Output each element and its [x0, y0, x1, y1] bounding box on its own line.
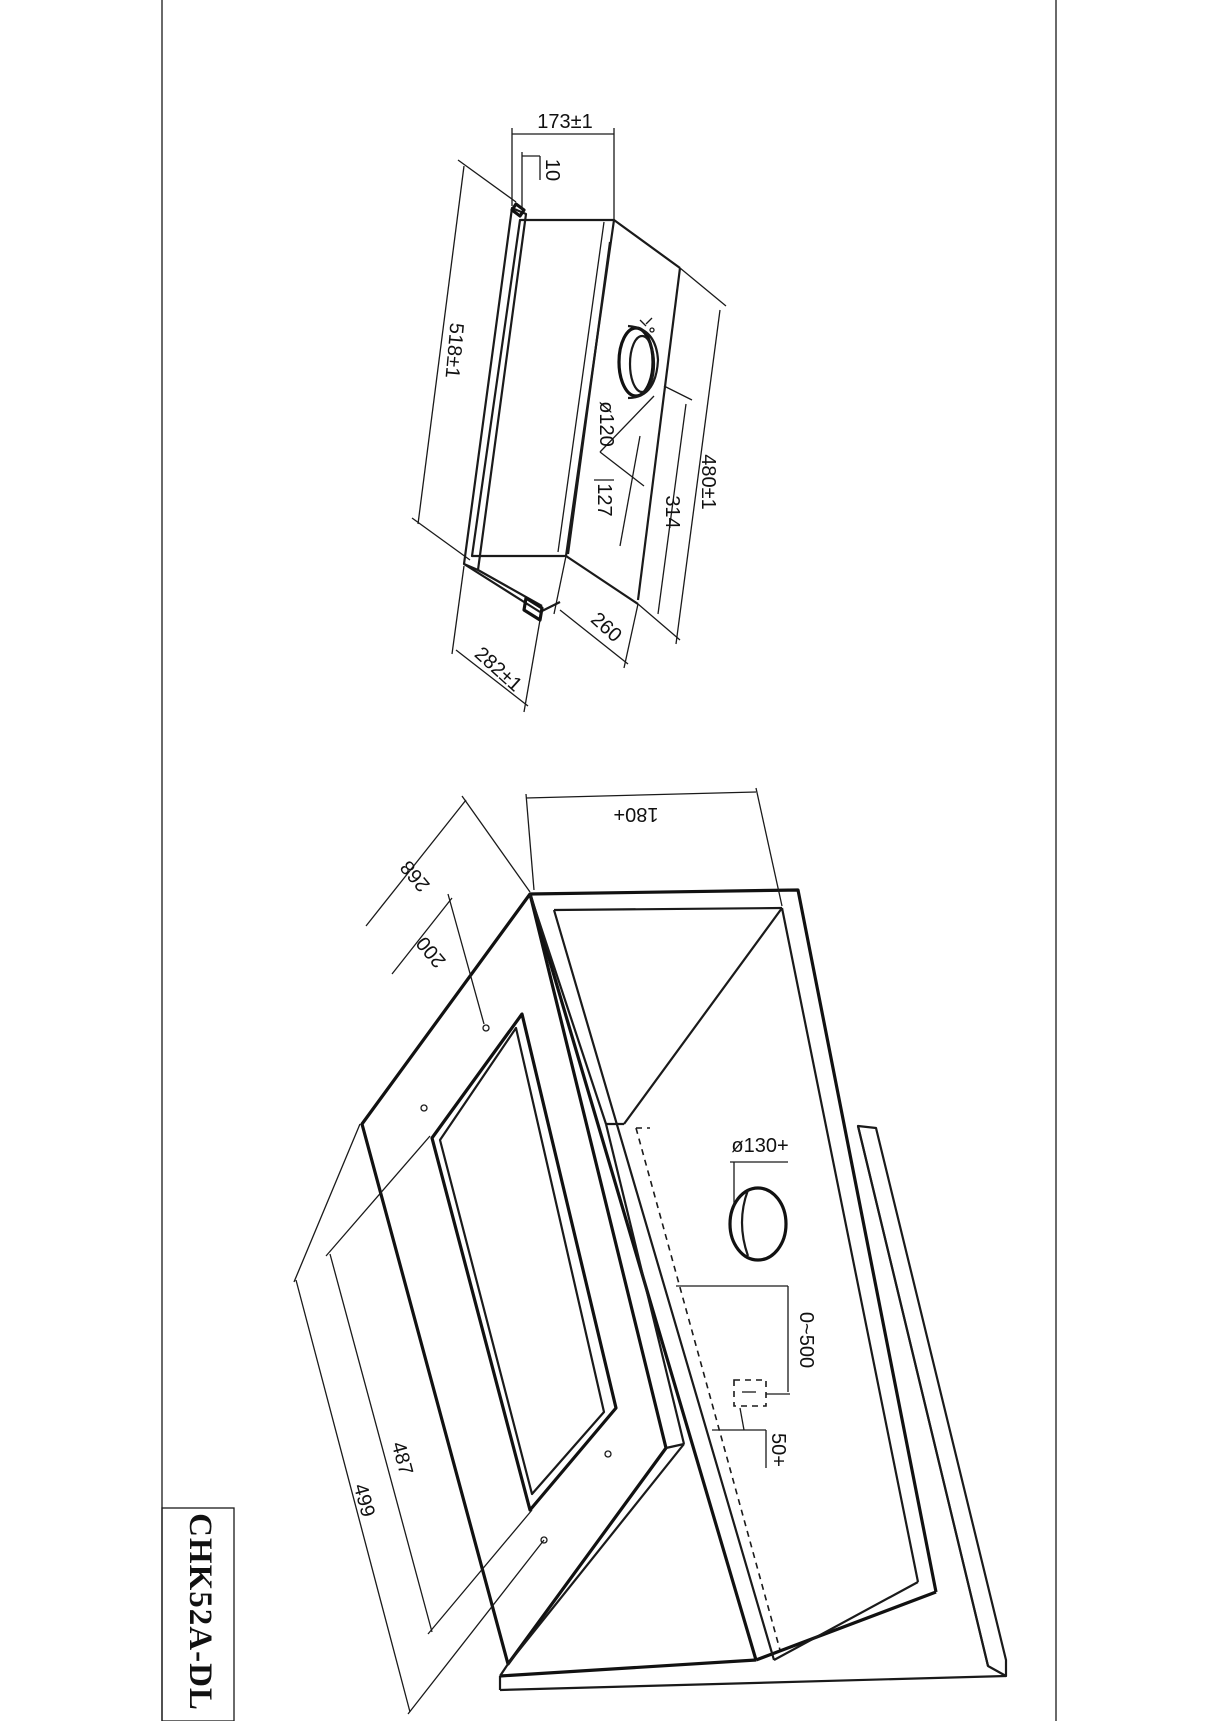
installation-view: ø130+ 180+ — [293, 787, 1008, 1715]
duct-cutout: ø130+ — [728, 1135, 789, 1262]
title-block: CHK52A-DL — [161, 1507, 235, 1721]
dim-268-label: 268 — [396, 856, 434, 896]
dim-282: 282±1 — [451, 565, 541, 713]
wall — [498, 1124, 1008, 1692]
dim-127: 127 — [593, 435, 641, 547]
sheet-frame — [161, 0, 1057, 1721]
dim-200: 200 — [391, 893, 485, 1025]
dim-10: 10 — [521, 152, 563, 210]
dim-268: 268 — [365, 795, 531, 927]
dim-260: 260 — [553, 555, 639, 669]
unit-isometric-view: 173±1 10 518±1 480±1 314 — [411, 111, 727, 713]
dim-487-label: 487 — [387, 1439, 417, 1477]
connector-box — [733, 1379, 767, 1407]
dim-480: 480±1 — [637, 267, 727, 645]
dim-127-label: 127 — [593, 483, 615, 516]
dim-200-label: 200 — [412, 932, 450, 972]
dim-10-label: 10 — [541, 159, 563, 181]
dim-50: 50+ — [712, 1407, 789, 1468]
dim-314: 314 — [657, 385, 693, 615]
dim-180-label: 180+ — [613, 803, 658, 825]
dim-0-500-label: 0~500 — [795, 1312, 817, 1368]
dim-499-label: 499 — [349, 1481, 379, 1519]
dim-50-label: 50+ — [767, 1433, 789, 1467]
dim-dia-120-label: ø120 — [595, 401, 617, 447]
dim-518-label: 518±1 — [441, 322, 468, 379]
model-number: CHK52A-DL — [182, 1513, 218, 1711]
dim-173-label: 173±1 — [537, 111, 592, 133]
dim-487: 487 — [325, 1135, 533, 1635]
dim-282-label: 282±1 — [470, 643, 526, 696]
hood-installed — [360, 892, 686, 1677]
dim-173: 173±1 — [511, 111, 615, 220]
cabinet-frame — [499, 888, 938, 1678]
dim-480-label: 480±1 — [697, 454, 719, 509]
duct-collar — [617, 317, 660, 400]
dim-dia-120: ø120 — [595, 395, 655, 487]
dim-0-500: 0~500 — [676, 1285, 817, 1395]
dim-dia-130-label: ø130+ — [731, 1135, 788, 1157]
dim-314-label: 314 — [661, 495, 683, 528]
hood-dashed-outline — [635, 1127, 781, 1651]
dim-260-label: 260 — [586, 608, 626, 647]
dim-518: 518±1 — [411, 159, 517, 561]
dim-180: 180+ — [525, 787, 783, 907]
unit-front-panel — [462, 202, 561, 622]
